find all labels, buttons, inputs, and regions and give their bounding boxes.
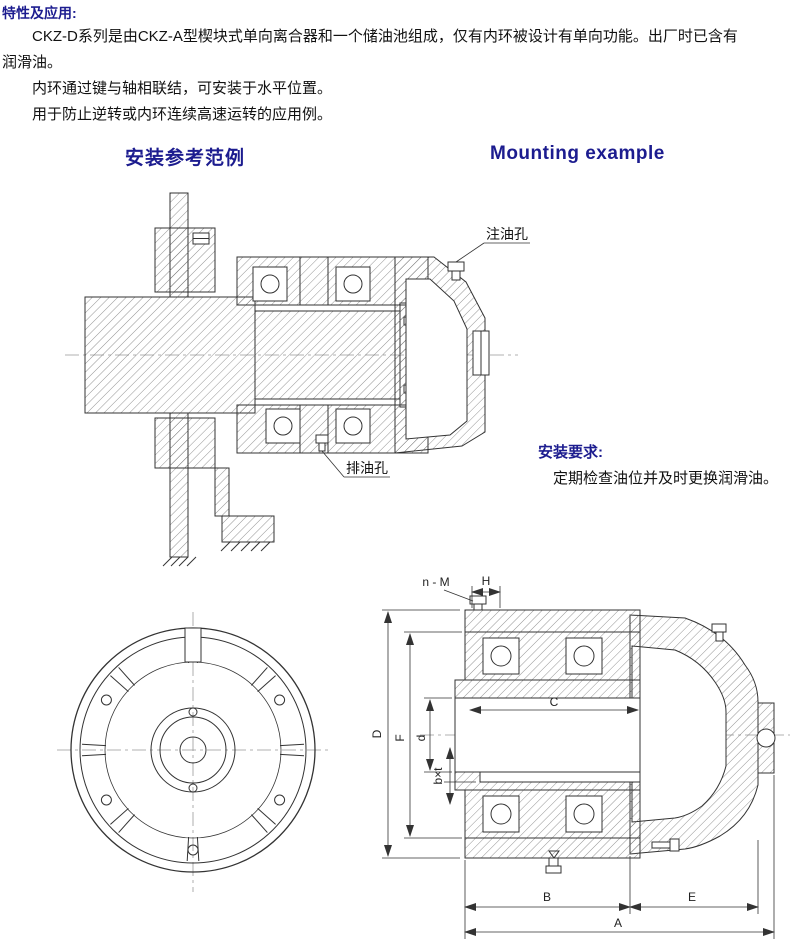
install-requirements-heading: 安装要求: [538, 444, 603, 461]
side-plug [651, 838, 680, 852]
dim-label-a: A [614, 916, 622, 930]
intro-line-4: 用于防止逆转或内环连续高速运转的应用例。 [32, 106, 333, 123]
shaft-bore [454, 697, 641, 773]
oil-reservoir-housing [394, 256, 490, 454]
flange-circles [70, 627, 316, 873]
oil-drain-plug [315, 434, 329, 452]
housing-plug [711, 623, 727, 642]
bell-housing [629, 614, 776, 855]
dimension-drawing: n - M H C D F d [370, 574, 790, 939]
radial-slots [81, 638, 305, 862]
dim-label-bxt: b×t [431, 767, 445, 785]
inner-ring [254, 310, 401, 400]
cover-boss [756, 728, 776, 748]
oil-drain-label: 排油孔 [346, 460, 388, 476]
features-heading: 特性及应用: [2, 5, 77, 21]
heading-mounting-example-en: Mounting example [490, 143, 665, 164]
intro-line-3: 内环通过键与轴相联结，可安装于水平位置。 [32, 80, 333, 97]
ground-hatch [162, 556, 197, 567]
support-pedestal [214, 467, 275, 552]
keyway-slot [184, 627, 202, 663]
mounting-drawing: 注油孔 排油孔 [65, 192, 530, 567]
ground-hatch [220, 541, 271, 552]
dim-label-d-bore: d [414, 735, 428, 742]
bearings [252, 266, 371, 444]
oil-fill-callout: 注油孔 [455, 226, 530, 263]
oil-drain-callout: 排油孔 [321, 450, 390, 478]
bearings [482, 637, 603, 833]
keyway [479, 771, 641, 783]
drive-shaft [84, 296, 256, 414]
dim-label-n-m: n - M [422, 575, 449, 589]
clutch-section [454, 595, 680, 874]
fixing-bolt [469, 595, 487, 611]
dim-label-c: C [550, 695, 559, 709]
oil-fill-plug [447, 261, 465, 281]
dim-label-f: F [393, 734, 407, 741]
dimension-annotations: n - M H C D F d [370, 574, 775, 939]
intro-line-2: 润滑油。 [2, 54, 63, 71]
dim-label-h: H [482, 574, 491, 588]
front-view-drawing [57, 612, 331, 892]
install-requirements-text: 定期检查油位并及时更换润滑油。 [553, 470, 779, 487]
dim-label-d-outer: D [370, 729, 384, 738]
oil-fill-label: 注油孔 [486, 226, 528, 242]
drain-plug [545, 850, 562, 874]
intro-line-1: CKZ-D系列是由CKZ-A型楔块式单向离合器和一个储油池组成，仅有内环被设计有… [32, 28, 738, 45]
heading-mounting-example-cn: 安装参考范例 [125, 148, 246, 169]
dim-label-b: B [543, 890, 551, 904]
dim-label-e: E [688, 890, 696, 904]
intro-section: 特性及应用: CKZ-D系列是由CKZ-A型楔块式单向离合器和一个储油池组成，仅… [2, 2, 796, 128]
mounting-flange [154, 227, 216, 469]
